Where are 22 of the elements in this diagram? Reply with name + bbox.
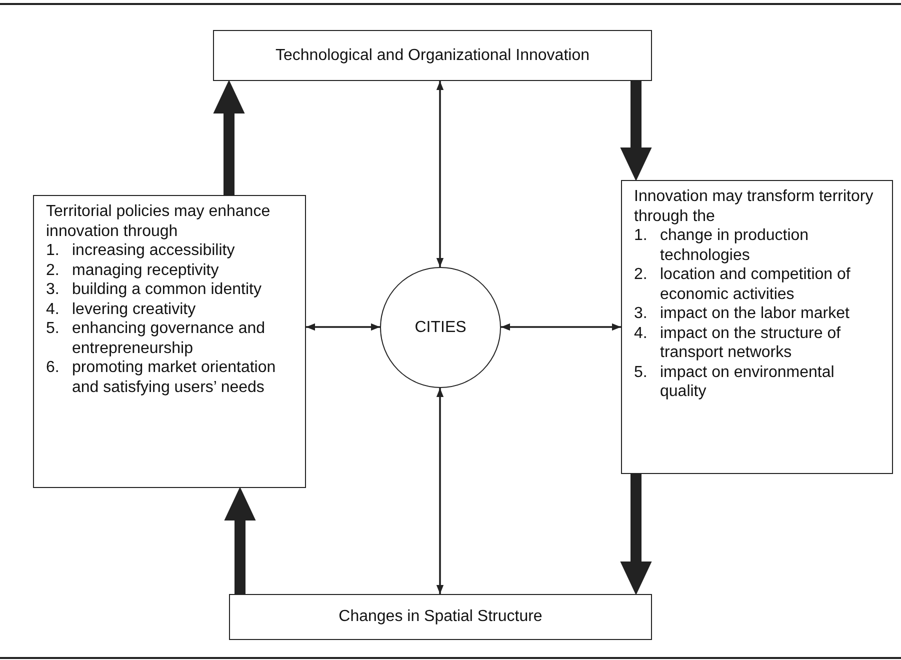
node-label: Changes in Spatial Structure bbox=[338, 607, 542, 627]
double-arrow bbox=[436, 81, 444, 267]
double-arrow bbox=[436, 388, 444, 594]
thick-arrow bbox=[213, 80, 245, 196]
node-label: Technological and Organizational Innovation bbox=[276, 46, 590, 66]
list-item: 3. impact on the labor market bbox=[634, 304, 850, 324]
text-box bbox=[621, 180, 893, 474]
list-item: 3. building a common identity bbox=[46, 280, 262, 300]
node-label: CITIES bbox=[414, 318, 466, 338]
double-arrow bbox=[501, 323, 621, 331]
text-box bbox=[33, 195, 306, 488]
text-box bbox=[229, 594, 652, 640]
thick-arrow bbox=[224, 486, 256, 594]
text-box bbox=[213, 30, 652, 81]
double-arrow bbox=[306, 323, 380, 331]
list-item: 4. levering creativity bbox=[46, 300, 197, 319]
list-item: 6. promoting market orientation and satisfying users’ needs bbox=[46, 358, 277, 397]
list-item: 1. increasing accessibility bbox=[46, 241, 236, 260]
thick-arrow bbox=[620, 80, 652, 182]
thick-arrow bbox=[620, 474, 652, 596]
list-item: 2. managing receptivity bbox=[46, 260, 220, 280]
list-item: 5. impact on environmental quality bbox=[634, 362, 836, 402]
